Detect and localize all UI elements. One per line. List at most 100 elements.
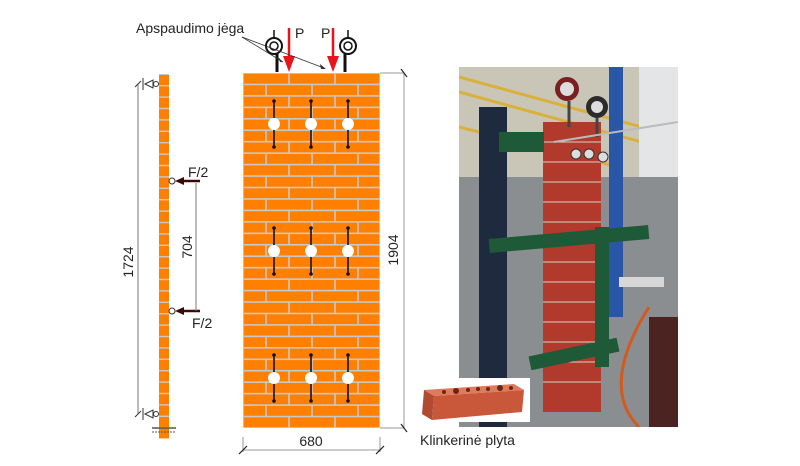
brick xyxy=(312,199,358,210)
brick xyxy=(266,382,312,393)
displacement-gauge-icon xyxy=(268,245,280,257)
brick xyxy=(335,165,380,176)
brick xyxy=(243,405,266,416)
brick xyxy=(243,325,289,336)
gauge-pin xyxy=(272,399,276,403)
brick xyxy=(243,211,289,222)
brick xyxy=(159,348,169,359)
bottom-support-icon xyxy=(142,408,159,420)
brick xyxy=(159,211,169,222)
brick xyxy=(159,291,169,302)
brick xyxy=(289,257,335,267)
brick xyxy=(289,165,335,176)
brick xyxy=(243,96,289,107)
brick xyxy=(159,132,169,142)
brick xyxy=(159,325,169,336)
brick xyxy=(335,96,380,107)
brick xyxy=(358,382,380,393)
brick xyxy=(266,222,312,233)
brick xyxy=(243,245,266,256)
gauge-pin xyxy=(346,145,350,149)
brick xyxy=(358,405,380,416)
dim-1724-label: 1724 xyxy=(120,246,136,277)
force-lower: F/2 xyxy=(168,307,212,331)
gauge-pin xyxy=(346,353,350,357)
brick xyxy=(335,119,380,130)
displacement-gauge-icon xyxy=(305,245,317,257)
brick xyxy=(159,109,169,120)
load-arrow-left: P xyxy=(283,25,304,72)
brick xyxy=(159,371,169,382)
brick xyxy=(159,200,169,211)
brick xyxy=(243,153,266,164)
brick xyxy=(243,360,266,370)
brick xyxy=(243,199,266,210)
brick xyxy=(358,245,380,256)
gauge-pin xyxy=(272,145,276,149)
brick xyxy=(312,382,358,393)
brick xyxy=(312,337,358,348)
gauge-pin xyxy=(272,353,276,357)
brick xyxy=(335,142,380,153)
brick xyxy=(312,131,358,141)
brick xyxy=(243,131,266,141)
gauge-pin xyxy=(272,226,276,230)
brick xyxy=(243,371,289,382)
brick xyxy=(358,268,380,279)
brick xyxy=(358,85,380,96)
gauge-pin xyxy=(346,399,350,403)
brick xyxy=(335,417,380,428)
brick xyxy=(289,302,335,313)
brick xyxy=(159,234,169,245)
brick xyxy=(335,211,380,222)
clinker-brick-photo xyxy=(418,378,530,422)
brick xyxy=(159,417,169,427)
brick xyxy=(358,199,380,210)
brick xyxy=(358,108,380,119)
displacement-gauge-icon xyxy=(342,245,354,257)
arrow-down-icon xyxy=(327,56,339,72)
brick-caption: Klinkerinė plyta xyxy=(420,432,515,448)
gauge-pin xyxy=(346,272,350,276)
brick xyxy=(312,360,358,370)
brick xyxy=(266,291,312,302)
dim-680-label: 680 xyxy=(299,433,323,449)
brick xyxy=(159,223,169,234)
brick xyxy=(266,199,312,210)
brick xyxy=(159,177,169,188)
gauge-pin xyxy=(309,399,313,403)
brick xyxy=(159,143,169,154)
gauge-pin xyxy=(272,272,276,276)
brick xyxy=(159,428,169,439)
load-p-right-label: P xyxy=(321,25,330,41)
brick xyxy=(335,394,380,405)
clamp-force-callout: Apspaudimo jėga xyxy=(136,20,326,69)
arrow-left-icon xyxy=(175,177,184,185)
brick xyxy=(289,417,335,428)
base-fixity-icon xyxy=(152,427,176,433)
force-upper-label: F/2 xyxy=(188,164,208,180)
load-device-right xyxy=(339,30,357,72)
gauges xyxy=(268,99,354,403)
brick xyxy=(266,153,312,164)
gauge-pin xyxy=(309,353,313,357)
brick xyxy=(159,382,169,393)
brick xyxy=(358,291,380,302)
displacement-gauge-icon xyxy=(342,372,354,384)
brick xyxy=(159,280,169,291)
brick xyxy=(159,360,169,370)
brick xyxy=(243,85,266,96)
displacement-gauge-icon xyxy=(268,118,280,130)
brick xyxy=(243,268,266,279)
brick xyxy=(159,314,169,325)
brick xyxy=(358,337,380,348)
brick xyxy=(159,86,169,97)
brick xyxy=(289,188,335,199)
displacement-gauge-icon xyxy=(268,372,280,384)
gauge-pin xyxy=(346,226,350,230)
brick xyxy=(159,337,169,348)
brick xyxy=(243,291,266,302)
masonry-wall xyxy=(243,73,380,428)
brick xyxy=(358,360,380,370)
brick xyxy=(159,97,169,108)
